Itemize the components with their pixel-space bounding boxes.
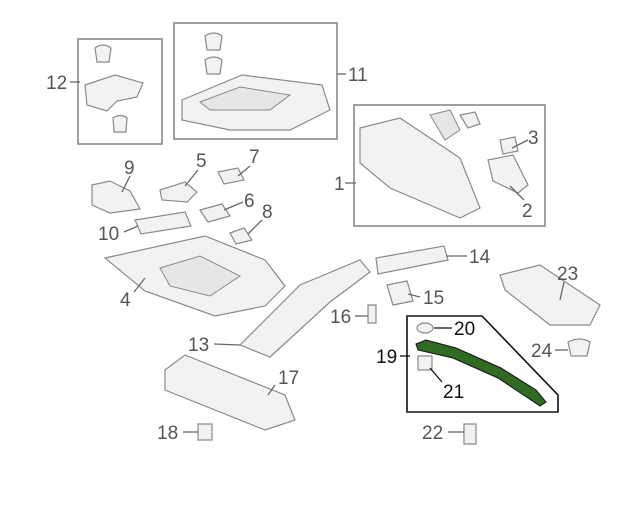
callout-24: 24 — [531, 341, 553, 362]
callout-6: 6 — [244, 191, 255, 212]
callout-5: 5 — [196, 151, 207, 172]
callout-22: 22 — [422, 423, 443, 444]
part-16-bolt — [367, 304, 377, 324]
part-17-panel — [164, 354, 296, 431]
part-23-crossmember — [499, 264, 601, 326]
part-15-bracket — [386, 280, 414, 306]
callout-19: 19 — [376, 347, 397, 368]
callout-15: 15 — [423, 288, 444, 309]
callout-16: 16 — [330, 307, 351, 328]
group-box-19 — [406, 315, 559, 413]
small-brackets — [91, 167, 253, 245]
callout-2: 2 — [522, 201, 533, 222]
part-12-group — [84, 44, 144, 133]
part-24-plug — [567, 338, 591, 357]
leader-lines — [70, 73, 568, 433]
callout-11: 11 — [348, 65, 368, 86]
callout-18: 18 — [157, 423, 178, 444]
part-22-bolt — [463, 423, 477, 445]
callout-1: 1 — [334, 174, 345, 195]
callout-20: 20 — [454, 319, 475, 340]
group-box-11 — [173, 22, 338, 140]
part-21-bolt — [417, 355, 433, 371]
callout-7: 7 — [249, 147, 260, 168]
callout-13: 13 — [188, 335, 209, 356]
callout-10: 10 — [98, 224, 119, 245]
part-1-group — [359, 109, 529, 219]
group-box-12 — [77, 38, 163, 145]
part-13-rail — [238, 259, 371, 358]
callout-14: 14 — [469, 247, 491, 268]
callout-12: 12 — [46, 73, 67, 94]
part-14-member — [375, 245, 449, 275]
callout-21: 21 — [443, 382, 464, 403]
part-18-bolt — [197, 423, 213, 441]
part-11-group — [181, 32, 331, 131]
part-20-nut — [416, 322, 434, 334]
callout-4: 4 — [120, 290, 131, 311]
callout-23: 23 — [557, 264, 578, 285]
callout-3: 3 — [528, 128, 539, 149]
group-box-1 — [353, 104, 546, 227]
callout-9: 9 — [124, 158, 135, 179]
part-19-highlighted-bar — [415, 339, 547, 407]
part-4-floor-recess — [159, 255, 241, 297]
callout-17: 17 — [278, 368, 299, 389]
callout-8: 8 — [262, 202, 273, 223]
